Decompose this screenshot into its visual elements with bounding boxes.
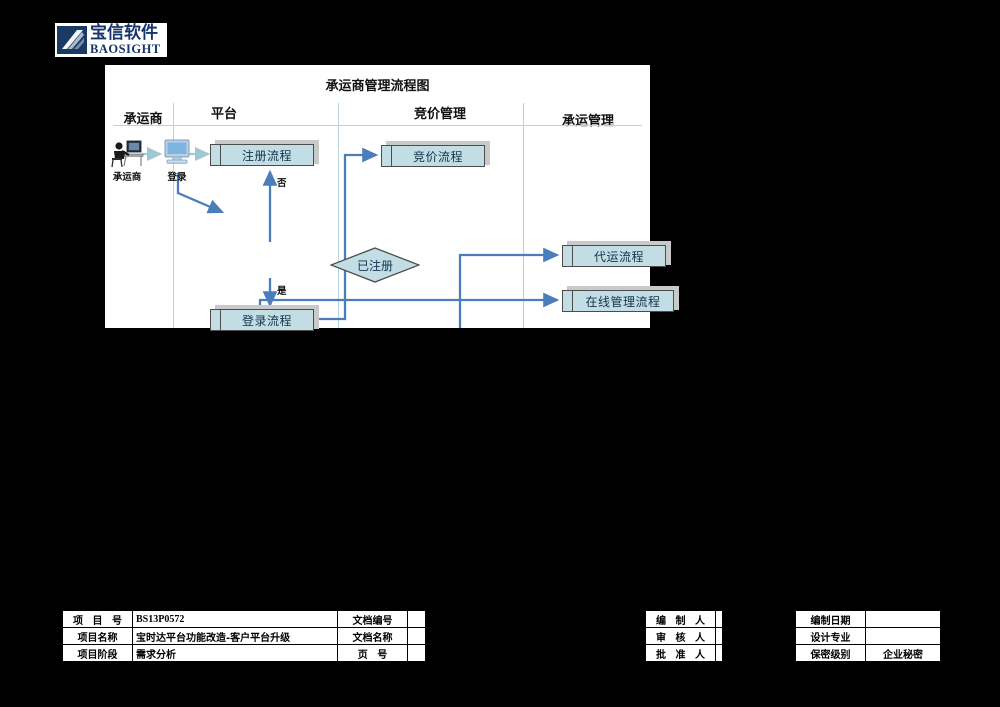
node-label: 代运流程	[593, 249, 644, 264]
node-registered-decision[interactable]: 已注册	[330, 247, 420, 283]
cell-page-no-label: 页 号	[337, 644, 408, 662]
cell-project-no-label: 项 目 号	[62, 610, 133, 628]
cell-author-date-label: 编制日期	[795, 610, 866, 628]
node-agency-process[interactable]: 代运流程	[562, 245, 666, 267]
lane-divider-3	[523, 103, 524, 328]
table-row: 项目阶段 需求分析 页 号	[62, 644, 426, 662]
footer-project-table: 项 目 号 BS13P0572 文档编号 项目名称 宝时达平台功能改造-客户平台…	[62, 610, 426, 662]
lane-divider-1	[173, 103, 174, 328]
lane-divider-2	[338, 103, 339, 328]
cell-project-phase-label: 项目阶段	[62, 644, 133, 662]
node-tab	[563, 246, 573, 266]
monitor-icon	[164, 139, 190, 164]
cell-reviewer-label: 审 核 人	[645, 627, 716, 645]
actor-label-login: 登录	[167, 172, 187, 183]
node-tab	[211, 310, 221, 330]
swoosh-icon	[62, 30, 84, 49]
cell-author-value[interactable]	[715, 610, 723, 628]
cell-project-phase-value[interactable]: 需求分析	[132, 644, 338, 662]
node-tab	[382, 146, 392, 166]
table-row: 项 目 号 BS13P0572 文档编号	[62, 610, 426, 628]
decision-diamond-shape	[330, 247, 420, 283]
table-row: 项目名称 宝时达平台功能改造-客户平台升级 文档名称	[62, 627, 426, 645]
lane-header-rule	[113, 125, 642, 126]
cell-design-major-label: 设计专业	[795, 627, 866, 645]
cell-doc-name-value[interactable]	[407, 627, 426, 645]
person-at-computer-icon	[111, 140, 144, 168]
table-row: 编 制 人	[645, 610, 723, 628]
flowchart-panel: 承运商管理流程图 承运商 平台 竞价管理 承运管理	[105, 65, 679, 331]
cell-page-no-value[interactable]	[407, 644, 426, 662]
logo-text-group: 宝信软件 BAOSIGHT	[90, 22, 161, 56]
node-label: 竞价流程	[412, 149, 463, 164]
cell-author-date-value[interactable]	[865, 610, 941, 628]
cell-doc-name-label: 文档名称	[337, 627, 408, 645]
cell-confidentiality-label: 保密级别	[795, 644, 866, 662]
company-logo: 宝信软件 BAOSIGHT	[55, 23, 167, 57]
cell-author-label: 编 制 人	[645, 610, 716, 628]
node-label: 已注册	[356, 258, 393, 273]
node-label: 在线管理流程	[585, 294, 661, 309]
flow-connectors	[142, 146, 560, 328]
node-tab	[211, 145, 221, 165]
node-label: 注册流程	[241, 148, 292, 163]
footer-meta-table: 编制日期 设计专业 保密级别 企业秘密	[795, 610, 941, 662]
actor-label-carrier: 承运商	[112, 172, 142, 183]
decision-label-no: 否	[277, 178, 287, 189]
logo-english-name: BAOSIGHT	[90, 41, 161, 56]
cell-approver-value[interactable]	[715, 644, 723, 662]
node-tab	[563, 291, 573, 311]
cell-project-name-value[interactable]: 宝时达平台功能改造-客户平台升级	[132, 627, 338, 645]
node-bidding-process[interactable]: 竞价流程	[381, 145, 485, 167]
logo-chinese-name: 宝信软件	[90, 22, 158, 43]
footer-approval-table: 编 制 人 审 核 人 批 准 人	[645, 610, 723, 662]
cell-confidentiality-value[interactable]: 企业秘密	[865, 644, 941, 662]
table-row: 批 准 人	[645, 644, 723, 662]
baosight-logo-mark-icon	[57, 26, 87, 54]
table-row: 设计专业	[795, 627, 941, 645]
cell-approver-label: 批 准 人	[645, 644, 716, 662]
table-row: 审 核 人	[645, 627, 723, 645]
cell-doc-no-value[interactable]	[407, 610, 426, 628]
node-login-process[interactable]: 登录流程	[210, 309, 314, 331]
table-row: 保密级别 企业秘密	[795, 644, 941, 662]
table-row: 编制日期	[795, 610, 941, 628]
cell-design-major-value[interactable]	[865, 627, 941, 645]
node-register-process[interactable]: 注册流程	[210, 144, 314, 166]
decision-label-yes: 是	[277, 286, 287, 297]
flowchart-title: 承运商管理流程图	[325, 79, 430, 94]
node-online-management-process[interactable]: 在线管理流程	[562, 290, 674, 312]
lane-header-bidding: 竞价管理	[413, 107, 466, 122]
cell-doc-no-label: 文档编号	[337, 610, 408, 628]
cell-reviewer-value[interactable]	[715, 627, 723, 645]
lane-header-platform: 平台	[210, 107, 237, 122]
lane-header-carrier: 承运商	[123, 112, 163, 127]
cell-project-name-label: 项目名称	[62, 627, 133, 645]
cell-project-no-value[interactable]: BS13P0572	[132, 610, 338, 628]
node-label: 登录流程	[241, 313, 292, 328]
